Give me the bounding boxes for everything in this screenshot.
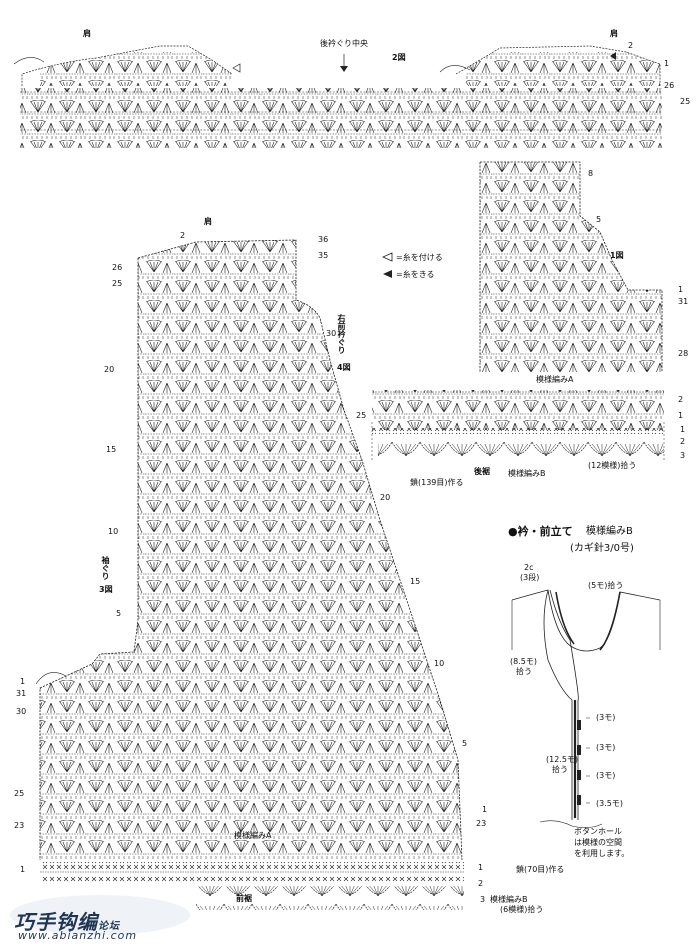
- collar-hook: (カギ針3/0号): [570, 543, 634, 554]
- row-label: 20: [380, 493, 391, 502]
- buttonhole-note-2: は模様の空間: [574, 838, 622, 847]
- collar-pick-5: (5モ)拾う: [588, 581, 624, 590]
- buttonhole-note-3: を利用します。: [574, 849, 630, 858]
- back-pattern-b-count: (12模様)拾う: [588, 461, 637, 470]
- row-label: 5: [116, 609, 122, 618]
- row-label: 2: [628, 41, 634, 50]
- row-label: 25: [14, 789, 25, 798]
- figure-1-label: 1図: [610, 251, 624, 260]
- row-label: 23: [14, 821, 25, 830]
- row-label: 1: [678, 411, 684, 420]
- row-label: 1: [680, 425, 686, 434]
- figure-4-label: 4図: [337, 363, 351, 372]
- front-pattern-b-count: (6模様)拾う: [500, 905, 544, 914]
- row-label: 20: [104, 365, 115, 374]
- back-chain-note: 鎖(139目)作る: [410, 478, 464, 487]
- back-pattern-a-label: 模様編みA: [536, 375, 574, 384]
- row-label: 1: [20, 865, 26, 874]
- row-label: 3: [480, 895, 486, 904]
- figure-3-label: 3図: [99, 585, 113, 594]
- back-armhole-chart: [371, 161, 665, 460]
- figure-2-label: 2図: [392, 53, 406, 62]
- cut-yarn-icon: [383, 270, 392, 278]
- row-label: 26: [112, 263, 123, 272]
- row-label: 35: [318, 251, 329, 260]
- collar-top-note: 2c: [524, 563, 534, 572]
- row-label: 2: [478, 879, 484, 888]
- row-label: 3: [680, 451, 686, 460]
- row-label: 1: [482, 805, 488, 814]
- legend-attach-text: =糸を付ける: [396, 253, 443, 262]
- row-label: 10: [434, 659, 445, 668]
- collar-m3-b: (3モ): [596, 743, 616, 752]
- collar-m3-5: (3.5モ): [596, 799, 623, 808]
- row-label: 25: [680, 97, 691, 106]
- back-pattern-b-label: 模様編みB: [508, 469, 546, 478]
- row-label: 30: [16, 707, 27, 716]
- front-chain-note: 鎖(70目)作る: [516, 865, 565, 874]
- row-label: 31: [16, 689, 27, 698]
- row-label: 1: [664, 59, 670, 68]
- watermark-url: www.abianzhi.com: [18, 929, 138, 942]
- row-label: 26: [664, 81, 675, 90]
- row-label: 30: [326, 329, 337, 338]
- row-label: 1: [20, 677, 26, 686]
- collar-pick-12-5-b: 拾う: [552, 765, 568, 774]
- row-label: 10: [108, 527, 119, 536]
- collar-title: ●衿・前立て: [508, 525, 573, 538]
- row-label: 28: [678, 349, 689, 358]
- armhole-label: 袖ぐり: [101, 556, 110, 580]
- legend-cut-text: =糸をきる: [396, 270, 435, 279]
- row-label: 36: [318, 235, 329, 244]
- shoulder-label-left: 肩: [83, 29, 91, 38]
- row-label: 25: [112, 279, 123, 288]
- shoulder-label-right: 肩: [610, 29, 618, 38]
- back-neck-chart: [13, 45, 662, 148]
- back-neck-center-label: 後衿ぐり中央: [320, 39, 368, 48]
- row-label: 1: [678, 285, 684, 294]
- row-label: 5: [462, 739, 468, 748]
- collar-pick-8-5-b: 拾う: [516, 667, 532, 676]
- row-label: 1: [478, 863, 484, 872]
- row-label: 8: [588, 169, 594, 178]
- right-front-neck-label: 右前衿ぐり: [337, 314, 346, 354]
- pattern-a-label: 模様編みA: [234, 831, 272, 840]
- row-label: 2: [680, 437, 686, 446]
- row-label: 31: [678, 297, 689, 306]
- row-label: 23: [476, 819, 487, 828]
- row-label: 2: [678, 395, 684, 404]
- collar-m3-c: (3モ): [596, 771, 616, 780]
- row-label: 15: [410, 577, 421, 586]
- watermark-brand: 巧手钩编论坛: [14, 910, 120, 934]
- row-label: 15: [106, 445, 117, 454]
- collar-pattern: 模様編みB: [586, 526, 633, 537]
- buttonhole-note-1: ボタンホール: [574, 827, 622, 836]
- front-hem-label: 前裾: [236, 894, 252, 903]
- collar-schematic: [511, 589, 661, 828]
- back-hem-label: 後裾: [474, 467, 490, 476]
- row-label: 25: [356, 411, 367, 420]
- front-shoulder-label: 肩: [204, 217, 212, 226]
- collar-top-note-rows: (3段): [520, 573, 540, 582]
- collar-pick-8-5: (8.5モ): [510, 657, 537, 666]
- row-label: 2: [180, 231, 186, 240]
- collar-pick-12-5: (12.5モ): [546, 755, 579, 764]
- attach-yarn-icon: [382, 252, 393, 262]
- collar-m3-a: (3モ): [596, 713, 616, 722]
- front-pattern-b-label: 模様編みB: [490, 895, 528, 904]
- row-label: 5: [596, 215, 602, 224]
- site-watermark-logo: [10, 895, 190, 935]
